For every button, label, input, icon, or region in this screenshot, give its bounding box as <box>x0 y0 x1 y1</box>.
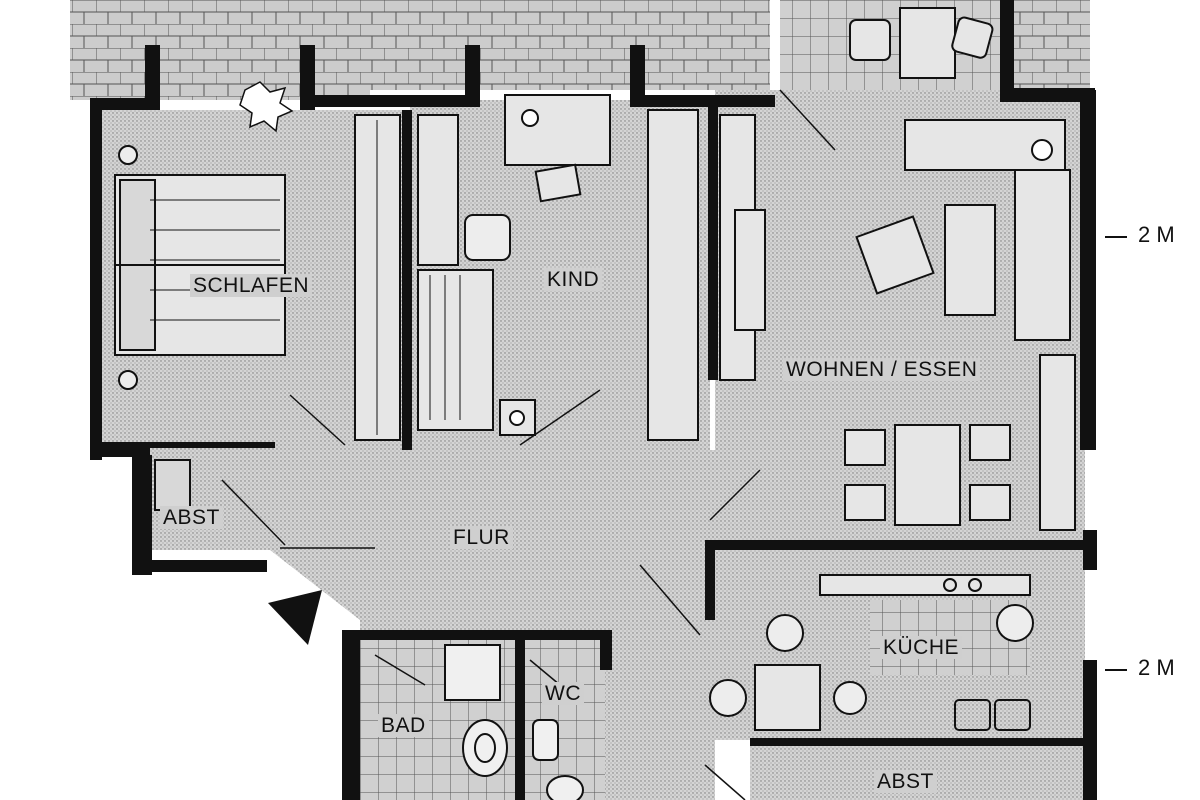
desk-kind <box>504 94 611 203</box>
balcony-left <box>70 0 370 100</box>
terrace-far-right <box>1010 0 1090 90</box>
terrace-chairs <box>849 7 994 79</box>
kitchen-counter <box>709 574 1034 731</box>
room-label-abst-left: ABST <box>160 506 223 529</box>
balcony-middle <box>370 0 770 90</box>
walls <box>90 0 1097 800</box>
sofa-set <box>855 119 1071 341</box>
tv-cabinet <box>719 114 766 381</box>
wardrobe-schlafen <box>354 114 401 441</box>
shelves-kind <box>417 109 699 441</box>
room-label-flur: FLUR <box>450 526 513 549</box>
chair-kind <box>464 214 511 261</box>
room-label-wc: WC <box>542 682 584 705</box>
bed-double <box>114 174 286 356</box>
scale-marker-lower: 2 M <box>1138 655 1175 680</box>
scale-tick-lower <box>1105 669 1127 671</box>
scale-marker-upper: 2 M <box>1138 222 1175 247</box>
bed-kind <box>417 269 536 436</box>
storage-left <box>154 459 191 511</box>
room-label-kind: KIND <box>544 268 603 291</box>
plant-icon-schlafen <box>239 81 294 133</box>
room-label-schlafen: SCHLAFEN <box>190 274 313 297</box>
scale-tick-upper <box>1105 236 1127 238</box>
bathroom-fixtures <box>444 644 584 800</box>
dining-set <box>844 354 1076 531</box>
room-label-wohnen-essen: WOHNEN / ESSEN <box>783 358 981 381</box>
room-label-kueche: KÜCHE <box>880 636 963 659</box>
room-label-bad: BAD <box>378 714 429 737</box>
nightstands <box>118 145 138 390</box>
entrance-arrow-icon <box>268 590 322 645</box>
room-label-abst-bottom: ABST <box>874 770 937 793</box>
